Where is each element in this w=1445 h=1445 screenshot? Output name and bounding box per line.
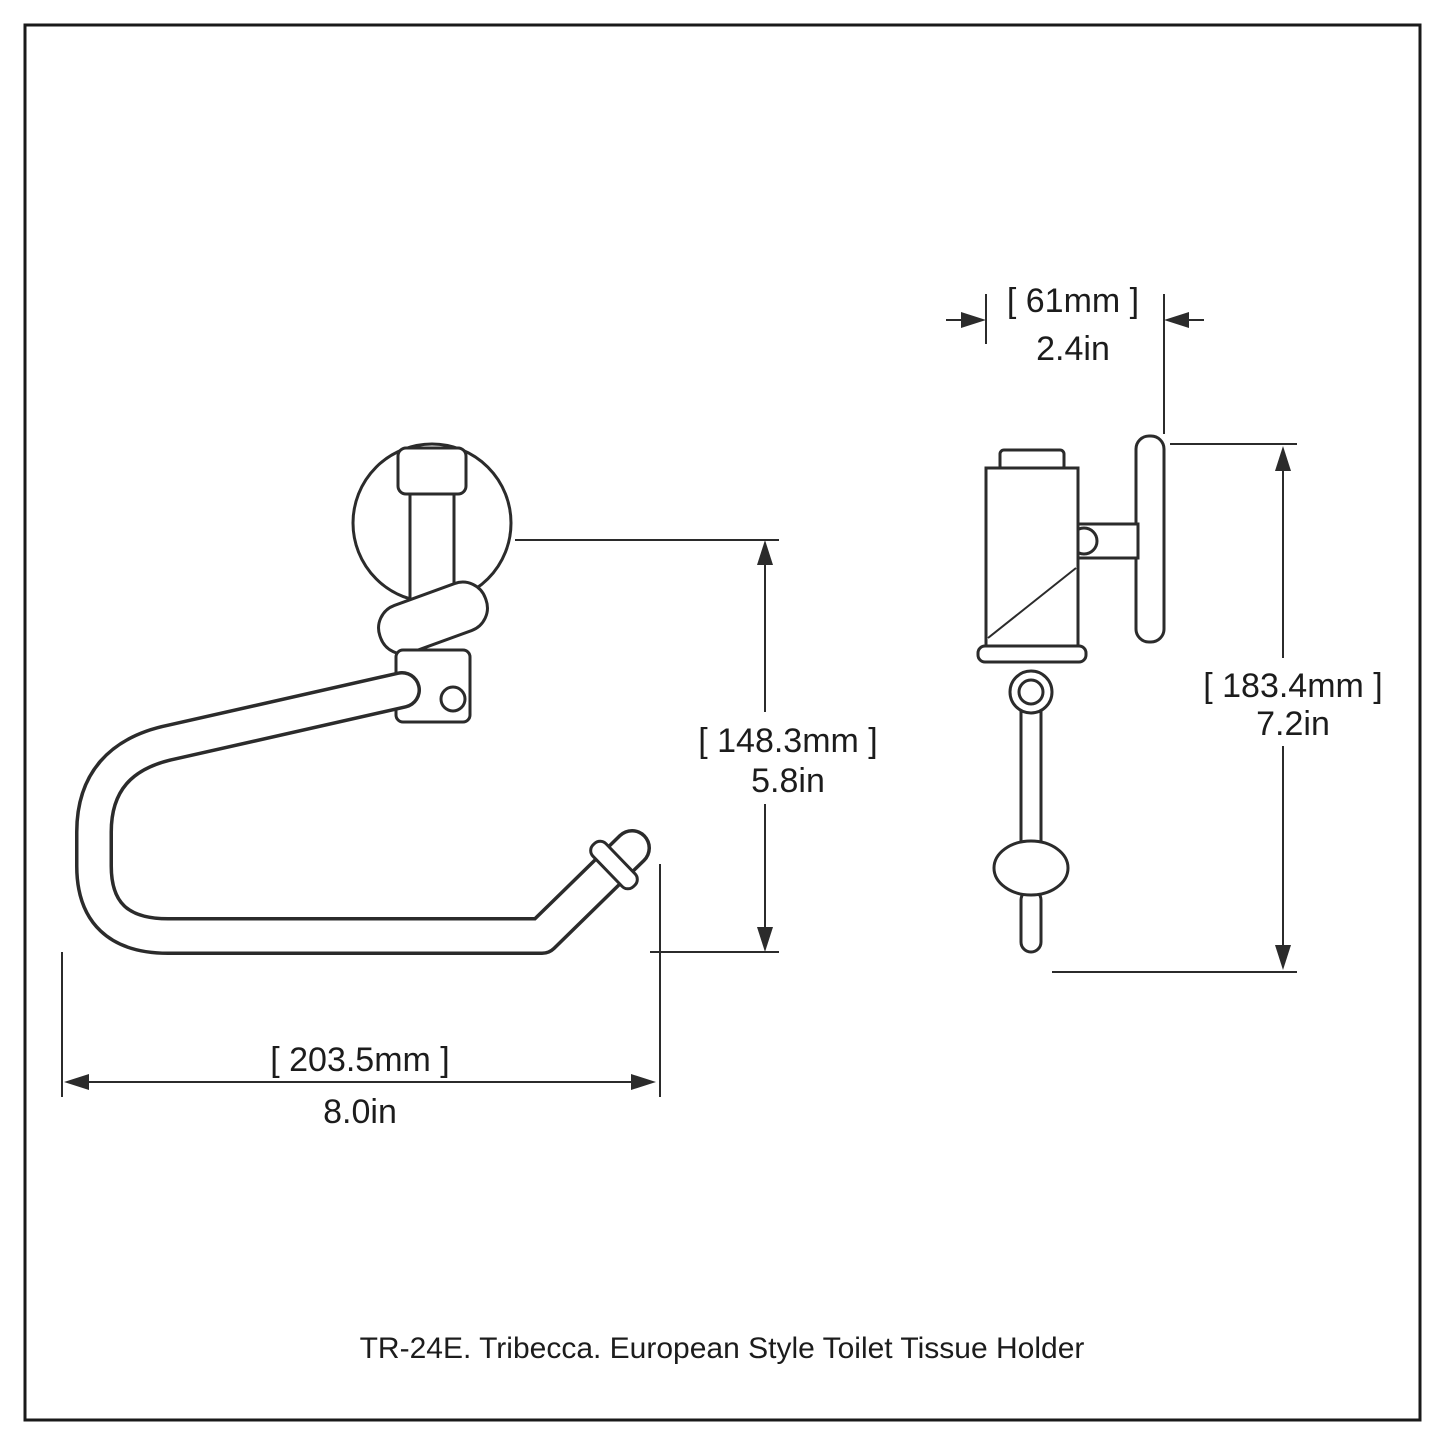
- mount-cap: [396, 446, 468, 496]
- side-height-imperial-label: 7.2in: [1256, 705, 1330, 743]
- wall-plate: [1134, 434, 1166, 644]
- hanger-rod: [1019, 704, 1043, 848]
- front-height-metric-label: [ 148.3mm ]: [698, 722, 878, 760]
- front-width-dimension: [ 203.5mm ] 8.0in: [61, 864, 661, 1131]
- arrowhead-down: [757, 927, 773, 952]
- arrowhead-right: [961, 312, 986, 328]
- label-mask: [1190, 658, 1394, 746]
- arm-block-screw: [439, 685, 467, 713]
- hook-post: [1019, 888, 1043, 954]
- arrowhead-left: [1164, 312, 1189, 328]
- finial-ball: [992, 839, 1070, 897]
- front-height-imperial-label: 5.8in: [751, 762, 825, 800]
- arrowhead-right: [631, 1074, 656, 1090]
- arrowhead-up: [1275, 446, 1291, 471]
- side-body-base: [976, 644, 1088, 664]
- front-width-metric-label: [ 203.5mm ]: [270, 1041, 450, 1079]
- side-depth-metric-label: [ 61mm ]: [1007, 282, 1139, 320]
- front-height-dimension: [ 148.3mm ] 5.8in: [515, 539, 884, 953]
- side-view-drawing: [976, 434, 1166, 954]
- side-depth-imperial-label: 2.4in: [1036, 330, 1110, 368]
- front-view-drawing: [75, 442, 651, 955]
- tissue-arm-fill: [78, 674, 648, 952]
- hanger-ring-inner: [1017, 678, 1045, 706]
- label-mask: [696, 712, 884, 804]
- side-body-seam: [987, 567, 1077, 639]
- side-height-dimension: [ 183.4mm ] 7.2in: [1052, 443, 1394, 973]
- drawing-caption: TR-24E. Tribecca. European Style Toilet …: [360, 1332, 1085, 1365]
- side-height-metric-label: [ 183.4mm ]: [1203, 667, 1383, 705]
- hook-tip-disc: [589, 839, 639, 891]
- side-body: [984, 466, 1080, 650]
- page-border: [23, 23, 1422, 1422]
- side-depth-dimension: [ 61mm ] 2.4in: [946, 282, 1204, 434]
- arrowhead-down: [1275, 945, 1291, 970]
- front-width-imperial-label: 8.0in: [323, 1093, 397, 1131]
- arrowhead-up: [757, 540, 773, 565]
- arrowhead-left: [64, 1074, 89, 1090]
- pivot-sleeve: [377, 580, 489, 656]
